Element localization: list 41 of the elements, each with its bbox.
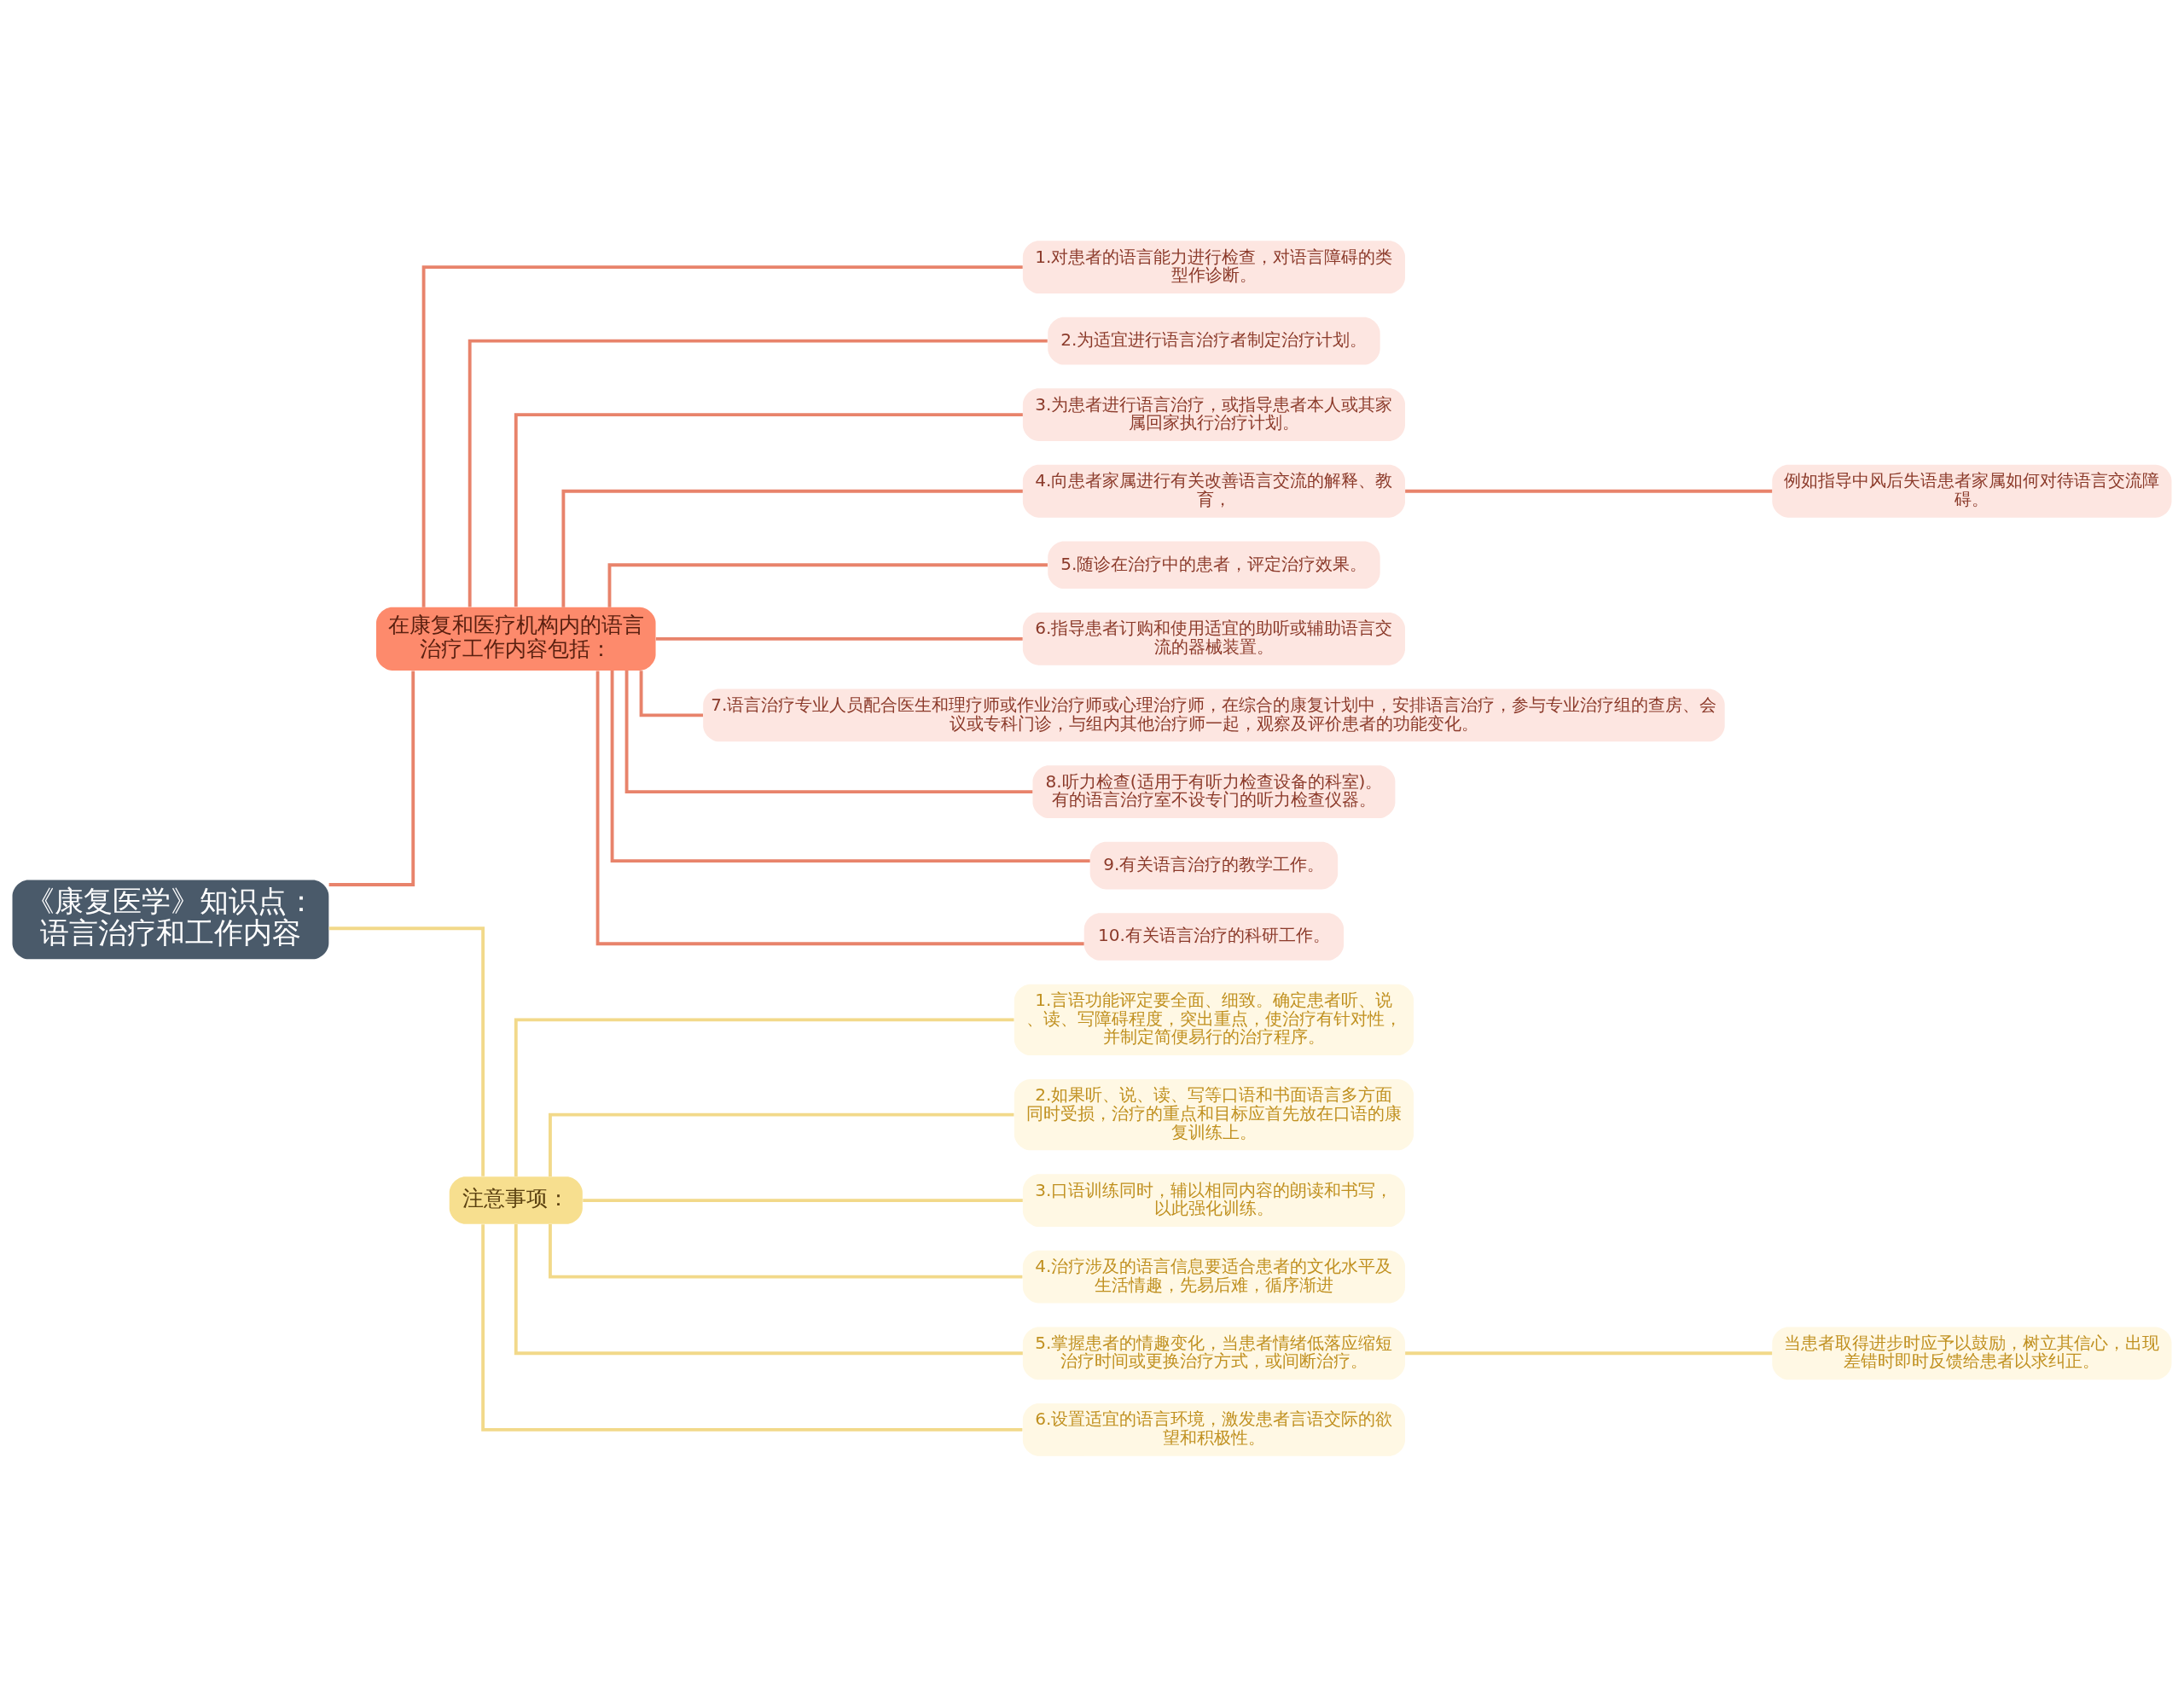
connector xyxy=(328,671,415,886)
connector xyxy=(1405,489,1773,493)
node-box: 当患者取得进步时应予以鼓励，树立其信心，出现差错时即时反馈给患者以求纠正。 xyxy=(1772,1326,2172,1379)
connector xyxy=(595,670,1084,945)
connector xyxy=(655,636,1023,641)
connector xyxy=(421,264,1023,607)
node-box: 4.向患者家属进行有关改善语言交流的解释、教育， xyxy=(1022,464,1405,518)
connector xyxy=(1405,1350,1773,1355)
node-box: 1.言语功能评定要全面、细致。确定患者听、说、读、写障碍程度，突出重点，使治疗有针对性，并制定简便易行的治疗程序。 xyxy=(1014,984,1414,1055)
node-box: 10.有关语言治疗的科研工作。 xyxy=(1083,912,1345,961)
node-box: 5.随诊在治疗中的患者，评定治疗效果。 xyxy=(1048,541,1380,589)
connector xyxy=(583,1198,1023,1202)
node-box: 8.听力检查(适用于有听力检查设备的科室)。有的语言治疗室不设专门的听力检查仪器。 xyxy=(1032,764,1396,818)
node-box: 例如指导中风后失语患者家属如何对待语言交流障碍。 xyxy=(1772,464,2172,518)
node-box: 9.有关语言治疗的教学工作。 xyxy=(1089,841,1339,889)
connector xyxy=(549,1112,1014,1176)
connector xyxy=(468,339,1048,607)
connector xyxy=(610,670,1090,863)
connector xyxy=(481,1223,1023,1432)
node-box: 注意事项： xyxy=(449,1176,583,1224)
connector xyxy=(639,670,704,717)
node-box: 4.治疗涉及的语言信息要适合患者的文化水平及生活情趣，先易后难，循序渐进 xyxy=(1022,1250,1405,1304)
connector xyxy=(624,670,1033,793)
node-box: 3.口语训练同时，辅以相同内容的朗读和书写，以此强化训练。 xyxy=(1022,1173,1405,1227)
connector xyxy=(514,412,1023,607)
node-box: 6.设置适宜的语言环境，激发患者言语交际的欲望和积极性。 xyxy=(1022,1403,1405,1456)
connector xyxy=(549,1223,1023,1279)
node-box: 3.为患者进行语言治疗，或指导患者本人或其家属回家执行治疗计划。 xyxy=(1022,387,1405,441)
node-box: 6.指导患者订购和使用适宜的助听或辅助语言交流的器械装置。 xyxy=(1022,612,1405,665)
node-box: 7.语言治疗专业人员配合医生和理疗师或作业治疗师或心理治疗师，在综合的康复计划中，安排语言治疗，参与专业治疗组的查房、会议或专科门诊，与组内其他治疗师一起，观察及评价患者的功能变化。 xyxy=(703,688,1725,741)
connector xyxy=(607,562,1048,607)
connector xyxy=(561,489,1023,607)
node-box: 5.掌握患者的情趣变化，当患者情绪低落应缩短治疗时间或更换治疗方式，或间断治疗。 xyxy=(1022,1326,1405,1379)
node-box: 2.如果听、说、读、写等口语和书面语言多方面同时受损，治疗的重点和目标应首先放在口语的康复训练上。 xyxy=(1014,1078,1414,1150)
node-box: 1.对患者的语言能力进行检查，对语言障碍的类型作诊断。 xyxy=(1022,240,1405,293)
node-box: 《康复医学》知识点：语言治疗和工作内容 xyxy=(12,880,329,959)
connector xyxy=(514,1017,1014,1176)
connector xyxy=(328,926,485,1176)
node-box: 2.为适宜进行语言治疗者制定治疗计划。 xyxy=(1048,317,1380,364)
node-box: 在康复和医疗机构内的语言治疗工作内容包括： xyxy=(376,607,656,671)
connector xyxy=(514,1223,1023,1355)
